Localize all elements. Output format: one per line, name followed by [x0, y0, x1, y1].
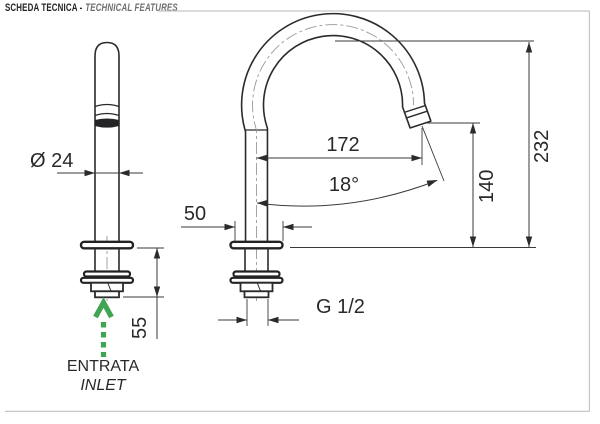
- reach-dimension-label: 172: [326, 134, 359, 156]
- inlet-caption-english: INLET: [80, 377, 127, 394]
- arrowhead: [525, 42, 533, 53]
- angle-dimension-label: 18°: [329, 174, 359, 196]
- arrowhead: [525, 236, 533, 247]
- sheet-frame: [5, 10, 591, 412]
- aerator-dark-band: [94, 118, 120, 128]
- spout-tip-ring: [405, 110, 428, 119]
- base-flange: [229, 240, 284, 250]
- aerator-ring-line: [94, 103, 120, 108]
- arrowhead: [469, 123, 477, 134]
- front-view-spout: [79, 41, 135, 301]
- spout-tip-ring: [403, 104, 426, 114]
- page-title-english: TECHNICAL FEATURES: [85, 2, 178, 14]
- nut-facet-line: [107, 283, 112, 292]
- arrowhead: [224, 223, 235, 231]
- inlet-caption-italian: ENTRATA: [67, 358, 140, 375]
- locknut-washer: [232, 270, 281, 278]
- page-title: SCHEDA TECNICA -TECHNICAL FEATURES: [5, 2, 178, 14]
- side-view-dimensions: [181, 40, 536, 326]
- arrowhead: [256, 154, 267, 162]
- mounting-nut: [239, 281, 274, 293]
- spout-outlet-edge: [409, 120, 432, 129]
- arrowhead: [119, 169, 130, 177]
- inlet-arrow-icon: [93, 297, 114, 357]
- side-view-arrowheads: [224, 42, 533, 324]
- inlet-thread: [94, 290, 120, 299]
- arrowhead: [236, 316, 247, 324]
- base-flange: [79, 240, 135, 250]
- page-title-italian: SCHEDA TECNICA -: [5, 2, 83, 14]
- arrowhead: [268, 316, 279, 324]
- inlet-thread: [243, 290, 270, 299]
- arrowhead: [153, 286, 161, 297]
- locknut-washer: [82, 270, 132, 278]
- overall-height-dimension-label: 232: [531, 130, 553, 163]
- aerator-ring-line: [94, 112, 120, 117]
- nut-facet-line: [257, 283, 261, 292]
- inlet-height-dimension-label: 55: [129, 317, 151, 339]
- arrowhead: [257, 199, 268, 207]
- arrowhead: [283, 223, 294, 231]
- diameter-dimension-label: Ø 24: [30, 150, 73, 172]
- base-width-dimension-label: 50: [184, 203, 206, 225]
- arrowhead: [469, 236, 477, 247]
- arrowhead: [84, 169, 95, 177]
- front-view-arrowheads: [84, 169, 161, 297]
- arrowhead: [411, 154, 422, 162]
- arrowhead: [426, 180, 438, 187]
- spout-body-front: [94, 41, 120, 242]
- side-view-spout: [229, 12, 432, 301]
- mounting-nut: [90, 281, 124, 293]
- centerline-side: [252, 24, 414, 301]
- spout-height-dimension-label: 140: [476, 170, 498, 203]
- arrowhead: [153, 248, 161, 259]
- thread-dimension-label: G 1/2: [316, 296, 365, 318]
